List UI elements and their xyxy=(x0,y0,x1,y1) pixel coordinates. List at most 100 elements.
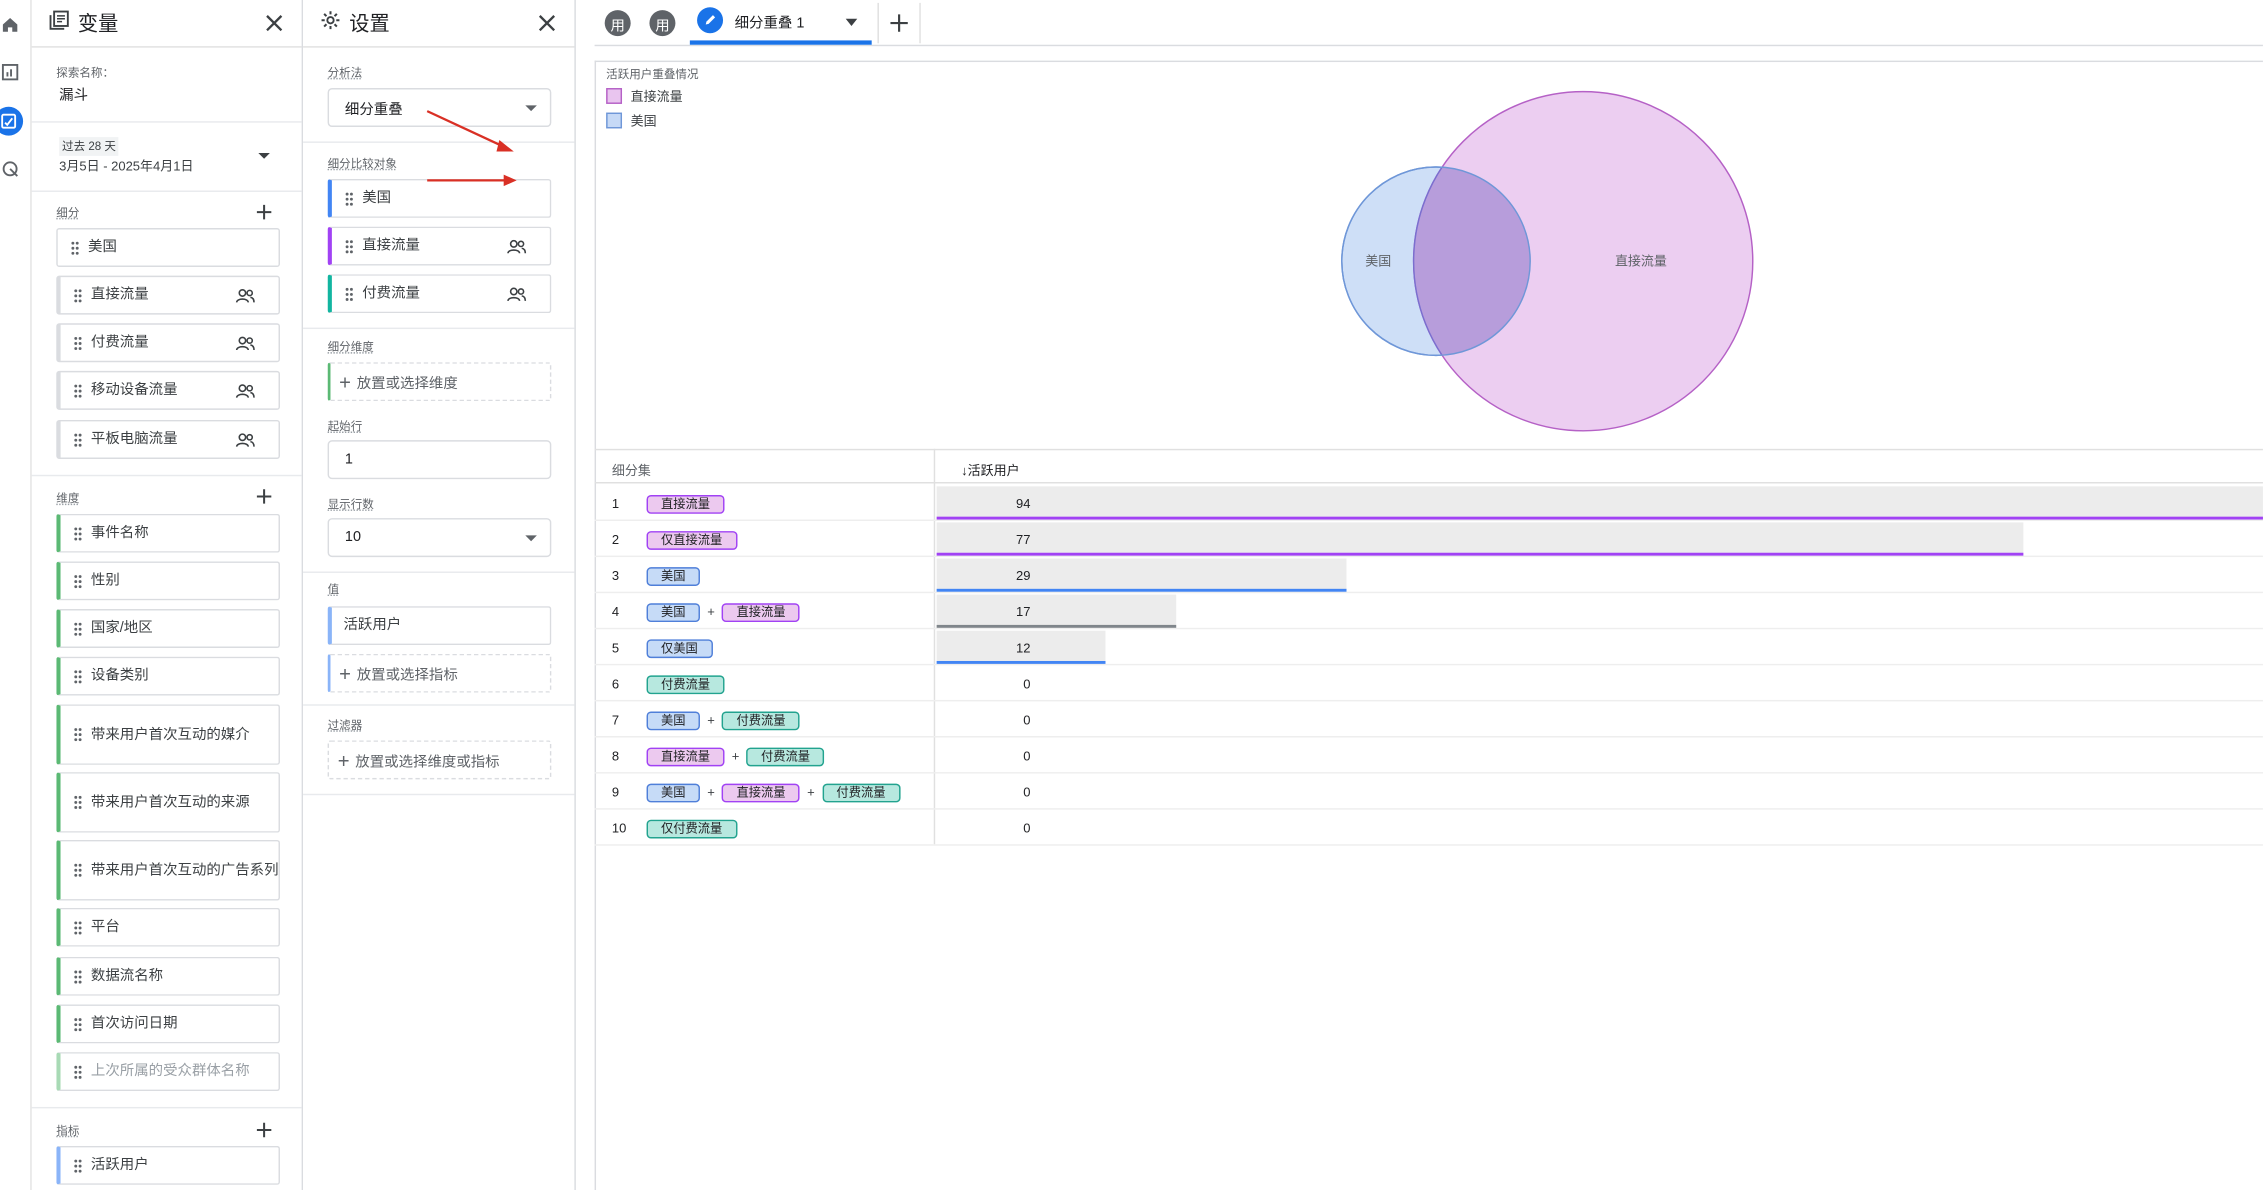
drag-handle-icon[interactable] xyxy=(74,574,83,588)
value-bar-line xyxy=(937,553,2024,556)
table-row[interactable]: 7美国+付费流量0 xyxy=(595,701,2263,737)
table-row[interactable]: 2仅直接流量77 xyxy=(595,521,2263,557)
variables-icon xyxy=(49,9,69,36)
segment-set: 美国+付费流量 xyxy=(647,710,800,730)
add-segment-icon[interactable] xyxy=(254,202,274,222)
user-segment-icon xyxy=(235,336,255,350)
explore-name[interactable]: 漏斗 xyxy=(59,82,88,104)
segment-item[interactable]: 付费流量 xyxy=(56,323,280,362)
table-row[interactable]: 10仅付费流量0 xyxy=(595,810,2263,846)
legend-swatch-us xyxy=(606,113,622,129)
row-number: 5 xyxy=(612,641,619,655)
row-number: 6 xyxy=(612,677,619,691)
show-rows-label: 显示行数 xyxy=(328,496,374,512)
tab-user-2[interactable]: 用 xyxy=(649,10,675,36)
active-users-value: 0 xyxy=(937,785,1031,799)
segment-item[interactable]: 平板电脑流量 xyxy=(56,420,280,459)
values-metric-chip[interactable]: 活跃用户 xyxy=(328,606,552,645)
drag-handle-icon[interactable] xyxy=(74,920,83,934)
drag-handle-icon[interactable] xyxy=(74,1158,83,1172)
dimension-item[interactable]: 数据流名称 xyxy=(56,957,280,996)
table-row[interactable]: 4美国+直接流量17 xyxy=(595,593,2263,629)
close-icon[interactable] xyxy=(534,10,560,36)
row-number: 4 xyxy=(612,605,619,619)
segment-item[interactable]: 直接流量 xyxy=(56,276,280,315)
dimension-item[interactable]: 带来用户首次互动的媒介 xyxy=(56,704,280,765)
start-row-label: 起始行 xyxy=(328,419,363,435)
drag-handle-icon[interactable] xyxy=(74,795,83,809)
drag-handle-icon[interactable] xyxy=(345,191,354,205)
table-row[interactable]: 1直接流量94 xyxy=(595,485,2263,521)
add-dimension-icon[interactable] xyxy=(254,486,274,506)
drag-handle-icon[interactable] xyxy=(74,432,83,446)
home-icon[interactable] xyxy=(0,14,20,34)
chevron-down-icon[interactable] xyxy=(846,19,858,26)
table-row[interactable]: 6付费流量0 xyxy=(595,665,2263,701)
drag-handle-icon[interactable] xyxy=(74,727,83,741)
segment-item[interactable]: 美国 xyxy=(56,228,280,267)
explore-icon[interactable] xyxy=(0,107,23,136)
drag-handle-icon[interactable] xyxy=(74,383,83,397)
dimension-item[interactable]: 设备类别 xyxy=(56,657,280,696)
drag-handle-icon[interactable] xyxy=(74,336,83,350)
compare-segment-item[interactable]: 付费流量 xyxy=(328,274,552,313)
drag-handle-icon[interactable] xyxy=(345,286,354,300)
add-metric-icon[interactable] xyxy=(254,1120,274,1140)
dimension-item-label: 带来用户首次互动的来源 xyxy=(91,793,279,812)
drag-handle-icon[interactable] xyxy=(71,240,80,254)
plus-icon: + xyxy=(338,748,350,771)
table-row[interactable]: 5仅美国12 xyxy=(595,629,2263,665)
drag-handle-icon[interactable] xyxy=(345,239,354,253)
annotation-arrows xyxy=(419,101,534,202)
table-row[interactable]: 8直接流量+付费流量0 xyxy=(595,737,2263,773)
metric-item[interactable]: 活跃用户 xyxy=(56,1146,280,1185)
dimension-item-label: 首次访问日期 xyxy=(91,1015,279,1034)
col-metric-header[interactable]: ↓活跃用户 xyxy=(961,460,1019,479)
active-users-value: 0 xyxy=(937,677,1031,691)
values-dropzone[interactable]: + 放置或选择指标 xyxy=(328,654,552,693)
value-bar xyxy=(937,486,2263,519)
filters-dropzone[interactable]: + 放置或选择维度或指标 xyxy=(328,740,552,779)
segment-pill: 美国 xyxy=(647,783,700,802)
dimension-item[interactable]: 上次所属的受众群体名称 xyxy=(56,1052,280,1091)
add-tab-button[interactable] xyxy=(877,3,920,43)
compare-segment-item[interactable]: 直接流量 xyxy=(328,227,552,266)
dimensions-label: 维度 xyxy=(56,491,79,507)
plus-separator: + xyxy=(707,785,715,799)
dimension-item[interactable]: 国家/地区 xyxy=(56,609,280,648)
drag-handle-icon[interactable] xyxy=(74,288,83,302)
values-metric-label: 活跃用户 xyxy=(343,616,549,635)
advertising-icon[interactable] xyxy=(0,159,20,179)
close-icon[interactable] xyxy=(261,10,287,36)
segment-set: 直接流量 xyxy=(647,494,725,514)
segment-set: 美国 xyxy=(647,566,700,586)
drag-handle-icon[interactable] xyxy=(74,621,83,635)
table-row[interactable]: 9美国+直接流量+付费流量0 xyxy=(595,774,2263,810)
dimension-item[interactable]: 带来用户首次互动的广告系列 xyxy=(56,840,280,901)
show-rows-select[interactable]: 10 xyxy=(328,518,552,557)
dimension-item[interactable]: 性别 xyxy=(56,561,280,600)
segment-pill: 美国 xyxy=(647,603,700,622)
start-row-input[interactable]: 1 xyxy=(328,440,552,479)
tab-user-1[interactable]: 用 xyxy=(605,10,631,36)
dimension-item[interactable]: 事件名称 xyxy=(56,514,280,553)
dimension-item-label: 国家/地区 xyxy=(91,619,279,638)
breakdown-dropzone[interactable]: + 放置或选择维度 xyxy=(328,362,552,401)
dimension-item[interactable]: 平台 xyxy=(56,908,280,947)
date-range-picker[interactable]: 过去 28 天 3月5日 - 2025年4月1日 xyxy=(56,134,280,177)
drag-handle-icon[interactable] xyxy=(74,669,83,683)
drag-handle-icon[interactable] xyxy=(74,526,83,540)
table-row[interactable]: 3美国29 xyxy=(595,557,2263,593)
segment-pill: 直接流量 xyxy=(722,603,800,622)
tab-segment-overlap[interactable]: 细分重叠 1 xyxy=(690,0,872,45)
drag-handle-icon[interactable] xyxy=(74,863,83,877)
reports-icon[interactable] xyxy=(0,62,20,82)
drag-handle-icon[interactable] xyxy=(74,969,83,983)
dimension-item-label: 数据流名称 xyxy=(91,967,279,986)
drag-handle-icon[interactable] xyxy=(74,1017,83,1031)
drag-handle-icon[interactable] xyxy=(74,1064,83,1078)
segment-item[interactable]: 移动设备流量 xyxy=(56,371,280,410)
dimension-item[interactable]: 带来用户首次互动的来源 xyxy=(56,772,280,833)
dimension-item[interactable]: 首次访问日期 xyxy=(56,1004,280,1043)
tab-title: 细分重叠 1 xyxy=(735,9,805,31)
